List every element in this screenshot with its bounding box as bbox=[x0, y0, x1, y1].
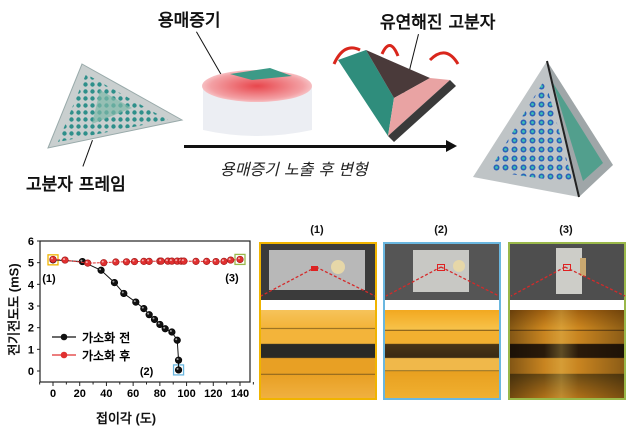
data-point bbox=[122, 258, 131, 266]
data-point bbox=[140, 304, 148, 313]
device-photo-folded bbox=[510, 244, 624, 300]
data-point bbox=[84, 259, 92, 267]
data-point bbox=[180, 257, 188, 265]
arrow-caption: 용매증기 노출 후 변형 bbox=[220, 160, 368, 179]
y-tick-label: 6 bbox=[28, 236, 34, 248]
y-tick-label: 4 bbox=[28, 279, 35, 291]
data-point bbox=[110, 278, 119, 287]
panel-title-1: (1) bbox=[310, 224, 324, 236]
data-point bbox=[130, 257, 139, 266]
data-point bbox=[220, 257, 228, 265]
x-tick-label: 120 bbox=[204, 388, 222, 400]
data-point bbox=[112, 258, 120, 266]
plot-frame bbox=[39, 240, 251, 383]
data-point bbox=[236, 255, 244, 264]
data-point bbox=[161, 325, 169, 333]
device-photo-bent bbox=[385, 244, 499, 300]
legend-label: 가소화 후 bbox=[82, 348, 130, 363]
micrograph-folded bbox=[510, 310, 624, 398]
micrograph-bent bbox=[385, 310, 499, 398]
label-solvent-vapor: 용매증기 bbox=[158, 11, 221, 31]
data-point bbox=[120, 289, 128, 298]
data-point bbox=[203, 257, 211, 265]
x-tick-label: 100 bbox=[177, 388, 195, 400]
zoom-gap bbox=[385, 300, 499, 310]
x-tick-label: 60 bbox=[127, 388, 139, 400]
photo-panel-folded bbox=[508, 242, 626, 400]
y-tick-label: 2 bbox=[28, 323, 34, 335]
y-tick-label: 1 bbox=[28, 344, 34, 356]
x-tick-label: 20 bbox=[74, 388, 86, 400]
data-point bbox=[174, 356, 183, 364]
folding-polymer-icon bbox=[332, 44, 460, 142]
y-tick-label: 3 bbox=[28, 301, 34, 313]
flat-triangle-frame-icon bbox=[47, 63, 184, 149]
data-point bbox=[150, 315, 159, 324]
zoom-gap bbox=[261, 300, 375, 310]
panel-title-2: (2) bbox=[434, 224, 448, 236]
photo-panel-flat bbox=[259, 242, 377, 400]
data-point bbox=[174, 366, 183, 374]
solvent-cup-icon bbox=[202, 68, 312, 136]
x-tick-label: 140 bbox=[231, 388, 249, 400]
x-tick-label: 40 bbox=[100, 388, 112, 400]
illustration-panel: 고분자 프레임 용매증기 유연해진 고분자 용매증기 노출 후 변형 bbox=[0, 0, 629, 210]
data-point bbox=[100, 259, 108, 267]
data-point bbox=[145, 257, 153, 265]
data-point bbox=[156, 320, 164, 329]
legend-label: 가소화 전 bbox=[82, 330, 130, 345]
point-annotation: (1) bbox=[42, 273, 56, 285]
label-softened-polymer: 유연해진 고분자 bbox=[380, 13, 496, 33]
data-point bbox=[61, 256, 69, 264]
zoom-marker-icon bbox=[437, 264, 445, 271]
x-axis-label: 접이각 (도) bbox=[96, 411, 157, 426]
series-line bbox=[52, 258, 241, 264]
point-annotation: (3) bbox=[225, 272, 239, 284]
data-point bbox=[173, 336, 181, 344]
data-point bbox=[192, 257, 200, 265]
x-tick-label: 80 bbox=[154, 388, 166, 400]
data-point bbox=[132, 298, 140, 306]
data-point bbox=[97, 266, 105, 274]
data-point bbox=[212, 257, 220, 266]
data-point bbox=[49, 255, 57, 264]
arrow-head-icon bbox=[446, 140, 457, 152]
point-annotation: (2) bbox=[140, 366, 154, 378]
data-point bbox=[227, 256, 235, 264]
zoom-guide-lines bbox=[260, 266, 626, 297]
y-tick-label: 0 bbox=[28, 366, 34, 378]
y-tick-label: 5 bbox=[28, 258, 34, 270]
data-point bbox=[168, 328, 176, 336]
zoom-gap bbox=[510, 300, 624, 310]
x-tick-label: 0 bbox=[50, 388, 56, 400]
data-point bbox=[157, 257, 165, 265]
label-polymer-frame: 고분자 프레임 bbox=[26, 175, 126, 195]
folded-tetrahedron-icon bbox=[473, 60, 613, 198]
photo-panel-bent bbox=[383, 242, 501, 400]
y-axis-label: 전기전도도 (mS) bbox=[6, 263, 22, 356]
transform-arrow-line bbox=[184, 145, 448, 148]
data-point bbox=[145, 311, 153, 319]
micrograph-flat bbox=[261, 310, 375, 398]
panel-title-3: (3) bbox=[559, 224, 573, 236]
device-photo-flat bbox=[261, 244, 375, 300]
